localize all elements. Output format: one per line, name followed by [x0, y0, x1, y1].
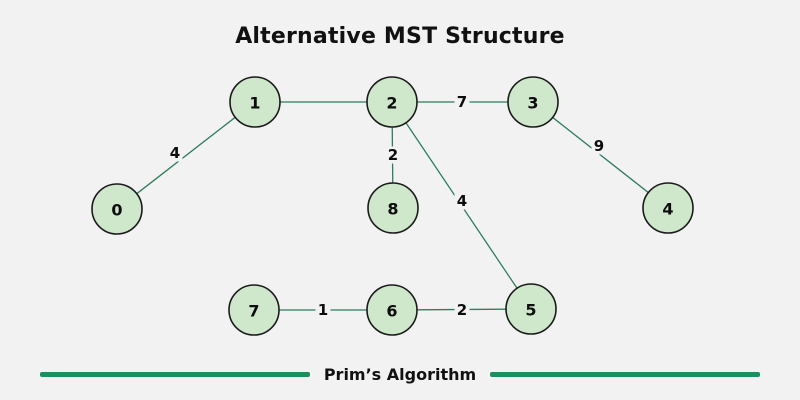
- node-label-1: 1: [249, 94, 260, 113]
- graph-edge-3-4: [552, 116, 649, 194]
- edge-weight-backdrop: [167, 144, 183, 162]
- node-circle-0[interactable]: [91, 183, 143, 235]
- edge-weights-layer: 4 7 2 4 9 2 1: [167, 93, 607, 319]
- graph-node-8[interactable]: 8: [367, 182, 419, 234]
- node-label-6: 6: [386, 302, 397, 321]
- node-label-0: 0: [111, 201, 122, 220]
- node-circle-6[interactable]: [366, 284, 418, 336]
- nodes-layer: 0 1 2 3 4 5 6 7 8: [91, 76, 694, 336]
- footer-rule-left: [39, 372, 310, 377]
- edge-weight-6-7: 1: [318, 301, 328, 319]
- graph-node-4[interactable]: 4: [642, 182, 694, 234]
- node-label-7: 7: [248, 302, 259, 321]
- graph-node-5[interactable]: 5: [505, 283, 557, 335]
- page-title: Alternative MST Structure: [235, 24, 565, 49]
- edge-weight-backdrop: [385, 146, 401, 164]
- footer-caption: Prim’s Algorithm: [0, 365, 800, 384]
- node-label-5: 5: [525, 301, 536, 320]
- footer-label: Prim’s Algorithm: [323, 365, 477, 384]
- edge-weight-3-4: 9: [594, 137, 604, 155]
- graph-node-0[interactable]: 0: [91, 183, 143, 235]
- graph-node-3[interactable]: 3: [507, 76, 559, 128]
- edge-weight-backdrop: [315, 301, 331, 319]
- edge-weight-backdrop: [454, 301, 470, 319]
- edge-weight-backdrop: [454, 93, 470, 111]
- node-circle-4[interactable]: [642, 182, 694, 234]
- node-label-2: 2: [386, 94, 397, 113]
- edge-weight-2-3: 7: [457, 93, 467, 111]
- node-circle-7[interactable]: [228, 284, 280, 336]
- node-circle-8[interactable]: [367, 182, 419, 234]
- edge-weight-backdrop: [591, 137, 607, 155]
- node-label-4: 4: [662, 200, 673, 219]
- graph-node-1[interactable]: 1: [229, 76, 281, 128]
- edge-weight-5-6: 2: [457, 301, 467, 319]
- edge-weight-backdrop: [454, 192, 470, 210]
- node-label-3: 3: [527, 94, 538, 113]
- node-circle-1[interactable]: [229, 76, 281, 128]
- edge-weight-2-5: 4: [457, 192, 467, 210]
- edge-weight-2-8: 2: [388, 146, 398, 164]
- node-label-8: 8: [387, 200, 398, 219]
- node-circle-2[interactable]: [366, 76, 418, 128]
- node-circle-5[interactable]: [505, 283, 557, 335]
- edge-weight-0-1: 4: [170, 144, 180, 162]
- graph-node-6[interactable]: 6: [366, 284, 418, 336]
- node-circle-3[interactable]: [507, 76, 559, 128]
- graph-edge-0-1: [136, 116, 236, 195]
- graph-node-7[interactable]: 7: [228, 284, 280, 336]
- graph-node-2[interactable]: 2: [366, 76, 418, 128]
- footer-rule-right: [490, 372, 761, 377]
